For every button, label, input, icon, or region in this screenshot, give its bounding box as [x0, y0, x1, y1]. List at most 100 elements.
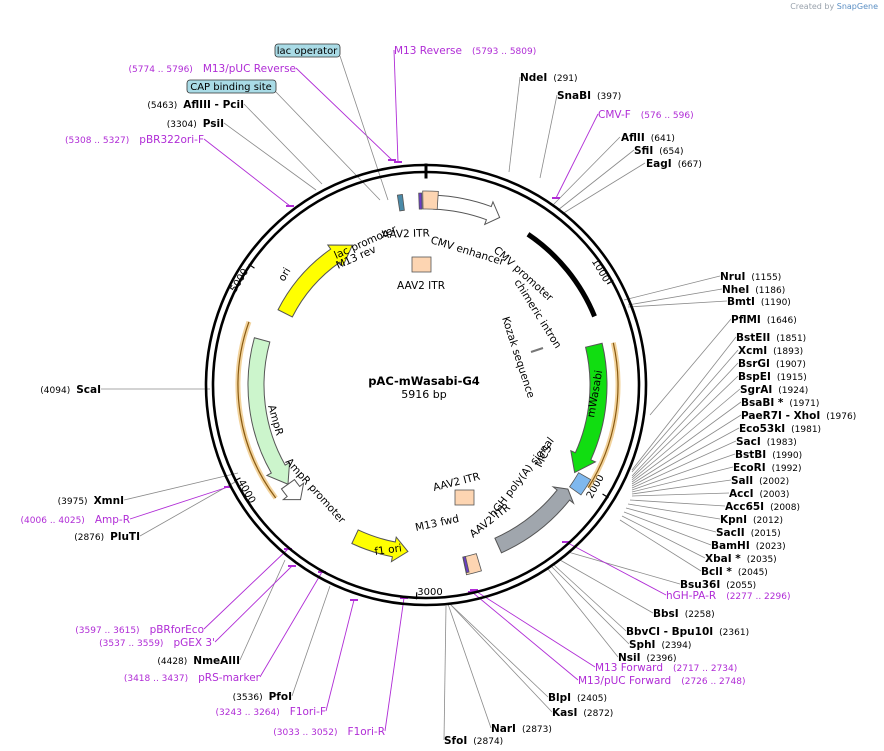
enzyme-position: (291) [553, 74, 577, 84]
enzyme-name: BspEI [738, 371, 771, 383]
enzyme-site[interactable]: BstEII(1851) [736, 332, 806, 344]
enzyme-site[interactable]: Eco53kI(1981) [739, 423, 821, 435]
kozak-marker [530, 347, 544, 353]
enzyme-site[interactable]: BsrGI(1907) [738, 358, 806, 370]
enzyme-site[interactable]: EagI(667) [646, 158, 702, 170]
enzyme-site[interactable]: (4428)NmeAIII [157, 655, 240, 667]
enzyme-site[interactable]: Acc65I(2008) [725, 501, 800, 513]
enzyme-connector [631, 427, 740, 487]
enzyme-site[interactable]: BspEI(1915) [738, 371, 807, 383]
enzyme-name: PaeR7I - XhoI [741, 410, 820, 422]
primer-site[interactable]: (3033 .. 3052)F1ori-R [273, 726, 385, 738]
f1-ori-arrow[interactable] [351, 529, 409, 563]
enzyme-site[interactable]: BstBI(1990) [735, 449, 802, 461]
enzyme-site[interactable]: NarI(2873) [491, 723, 552, 735]
enzyme-name: PluTI [110, 531, 140, 543]
enzyme-name: AflIII - PciI [183, 99, 244, 111]
cap-binding-site-label: CAP binding site [190, 82, 272, 93]
cmv-enhancer-arrow[interactable] [432, 194, 501, 226]
enzyme-name: BlpI [548, 692, 571, 704]
enzyme-site[interactable]: AccI(2003) [729, 488, 789, 500]
enzyme-position: (2008) [770, 503, 800, 513]
enzyme-site[interactable]: SphI(2394) [629, 639, 691, 651]
enzyme-name: BstEII [736, 332, 770, 344]
enzyme-site[interactable]: AflII(641) [621, 132, 675, 144]
lac-operator-box[interactable]: lac operator [274, 43, 341, 58]
enzyme-site[interactable]: NdeI(291) [520, 72, 578, 84]
enzyme-site[interactable]: SgrAI(1924) [740, 384, 808, 396]
lac-operator-block[interactable] [396, 194, 405, 212]
ampr-promoter-arrow[interactable] [280, 478, 305, 501]
primer-site[interactable]: (3243 .. 3264)F1ori-F [216, 706, 327, 718]
primer-name: pBR322ori-F [139, 134, 204, 146]
primer-site[interactable]: (5308 .. 5327)pBR322ori-F [65, 134, 204, 146]
enzyme-site[interactable]: KasI(2872) [552, 707, 613, 719]
primer-range: (576 .. 596) [641, 111, 694, 121]
enzyme-site[interactable]: (2876)PluTI [74, 531, 140, 543]
primer-site[interactable]: M13 Reverse(5793 .. 5809) [394, 45, 536, 57]
enzyme-site[interactable]: SfiI(654) [634, 145, 683, 157]
enzyme-site[interactable]: SalI(2002) [731, 475, 789, 487]
enzyme-site[interactable]: (3304)PsiI [167, 118, 224, 130]
mwasabi-arrow[interactable] [570, 342, 608, 474]
aav2-itr-inner-box-1[interactable] [411, 256, 432, 273]
primer-range: (2717 .. 2734) [673, 664, 737, 674]
enzyme-site[interactable]: NruI(1155) [720, 271, 781, 283]
mcs-block[interactable] [568, 472, 592, 496]
ruler-tick-label: 3000 [417, 587, 442, 598]
primer-site[interactable]: M13 Forward(2717 .. 2734) [595, 662, 737, 674]
enzyme-position: (2003) [759, 490, 789, 500]
primer-range: (2726 .. 2748) [681, 677, 745, 687]
enzyme-site[interactable]: Bsu36I(2055) [680, 579, 756, 591]
enzyme-position: (654) [659, 147, 683, 157]
ori-arrow[interactable] [277, 244, 354, 318]
enzyme-site[interactable]: PflMI(1646) [731, 314, 797, 326]
enzyme-site[interactable]: SacI(1983) [736, 436, 797, 448]
ruler-tick [606, 279, 614, 285]
primer-range: (5793 .. 5809) [472, 47, 536, 57]
enzyme-site[interactable]: BbsI(2258) [653, 608, 715, 620]
primer-range: (3243 .. 3264) [216, 708, 280, 718]
enzyme-site[interactable]: (3975)XmnI [58, 495, 124, 507]
primer-site[interactable]: (3537 .. 3559)pGEX 3' [99, 637, 215, 649]
enzyme-site[interactable]: (5463)AflIII - PciI [147, 99, 244, 111]
enzyme-site[interactable]: BamHI(2023) [711, 540, 786, 552]
primer-site[interactable]: hGH-PA-R(2277 .. 2296) [666, 590, 790, 602]
enzyme-site[interactable]: KpnI(2012) [720, 514, 783, 526]
primer-site[interactable]: (5774 .. 5796)M13/pUC Reverse [129, 63, 296, 75]
enzyme-site[interactable]: XbaI *(2035) [705, 553, 777, 565]
primer-connector [203, 548, 289, 630]
enzyme-site[interactable]: PaeR7I - XhoI(1976) [741, 410, 856, 422]
enzyme-name: KasI [552, 707, 577, 719]
enzyme-name: NsiI [618, 652, 641, 664]
enzyme-site[interactable]: BsaBI *(1971) [741, 397, 819, 409]
enzyme-site[interactable]: (3536)PfoI [233, 691, 292, 703]
aav2-itr-inner-box-2[interactable] [454, 489, 475, 506]
cmv-promoter-arc[interactable] [526, 232, 597, 318]
cap-binding-site-box[interactable]: CAP binding site [186, 79, 277, 94]
enzyme-site[interactable]: NheI(1186) [722, 284, 785, 296]
enzyme-site[interactable]: NsiI(2396) [618, 652, 676, 664]
enzyme-site[interactable]: EcoRI(1992) [733, 462, 802, 474]
primer-site[interactable]: CMV-F(576 .. 596) [598, 109, 694, 121]
aav2-itr-top[interactable] [422, 190, 439, 210]
enzyme-site[interactable]: BlpI(2405) [548, 692, 607, 704]
enzyme-site[interactable]: BmtI(1190) [727, 296, 791, 308]
primer-site[interactable]: (4006 .. 4025)Amp-R [21, 514, 130, 526]
enzyme-site[interactable]: BbvCI - Bpu10I(2361) [626, 626, 749, 638]
enzyme-site[interactable]: (4094)ScaI [40, 384, 101, 396]
enzyme-site[interactable]: SfoI(2874) [444, 735, 503, 747]
enzyme-site[interactable]: SnaBI(397) [557, 90, 621, 102]
ampr-arrow[interactable] [247, 337, 291, 485]
primer-site[interactable]: (3597 .. 3615)pBRforEco [75, 624, 204, 636]
hgh-polya-arrow[interactable] [494, 486, 575, 554]
enzyme-site[interactable]: SacII(2015) [716, 527, 781, 539]
enzyme-name: Eco53kI [739, 423, 785, 435]
m13-rev-block[interactable] [418, 192, 423, 210]
enzyme-site[interactable]: XcmI(1893) [738, 345, 803, 357]
primer-site[interactable]: (3418 .. 3437)pRS-marker [124, 672, 261, 684]
primer-site[interactable]: M13/pUC Forward(2726 .. 2748) [578, 675, 745, 687]
m13-fwd-block[interactable] [462, 556, 470, 574]
enzyme-position: (3536) [233, 693, 263, 703]
enzyme-site[interactable]: BclI *(2045) [701, 566, 768, 578]
